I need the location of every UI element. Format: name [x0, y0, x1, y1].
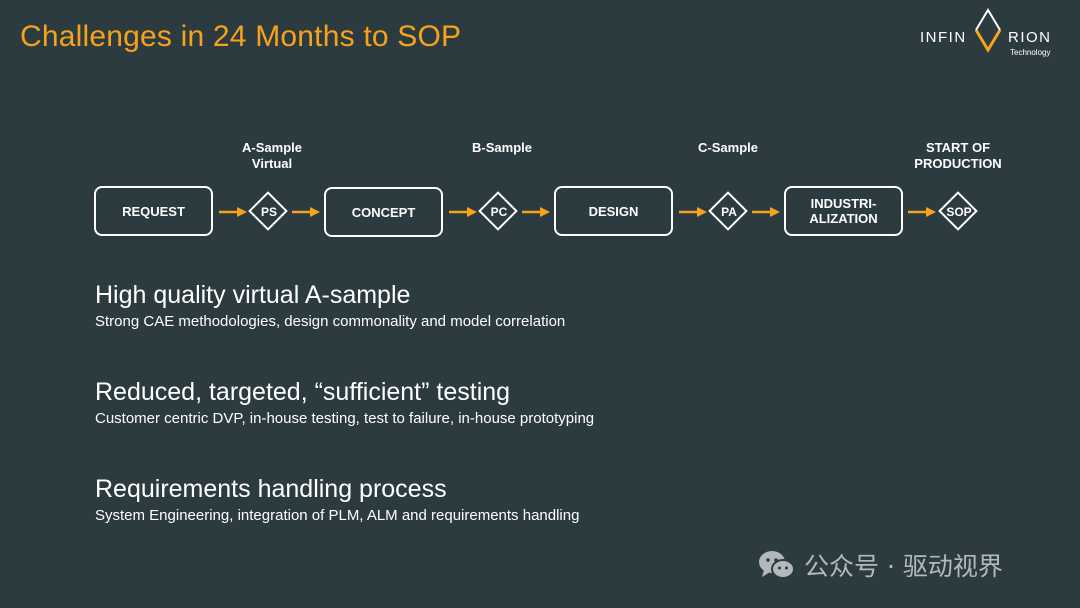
- flow-arrow: [219, 207, 247, 217]
- svg-text:INFIN: INFIN: [920, 29, 967, 46]
- point-subtext: System Engineering, integration of PLM, …: [95, 507, 580, 524]
- svg-text:RION: RION: [1008, 29, 1052, 46]
- watermark: 公众号 · 驱动视界: [758, 548, 1003, 582]
- slide-title: Challenges in 24 Months to SOP: [20, 20, 462, 53]
- flow-arrow: [908, 207, 936, 217]
- stage-design: DESIGN: [554, 186, 673, 236]
- point-heading: High quality virtual A-sample: [95, 281, 411, 309]
- gate-label-sop: SOP: [946, 205, 972, 219]
- flow-arrow: [752, 207, 780, 217]
- gate-label-ps: PS: [260, 205, 277, 219]
- point-heading: Requirements handling process: [95, 475, 447, 503]
- gate-label-pc: PC: [490, 205, 508, 219]
- stage-request: REQUEST: [94, 186, 213, 236]
- company-logo: INFIN RION Technology: [916, 8, 1066, 60]
- gate-sop: SOP: [937, 190, 981, 234]
- milestone-label-start-of-production: START OF PRODUCTION: [914, 140, 1002, 171]
- stage-concept: CONCEPT: [324, 187, 443, 237]
- flow-arrow: [522, 207, 550, 217]
- gate-pa: PA: [707, 190, 751, 234]
- point-subtext: Strong CAE methodologies, design commona…: [95, 313, 566, 330]
- flow-arrow: [679, 207, 707, 217]
- process-flow: A-Sample Virtual B-Sample C-Sample START…: [0, 0, 1080, 260]
- gate-ps: PS: [247, 190, 291, 234]
- point-heading: Reduced, targeted, “sufficient” testing: [95, 378, 511, 406]
- gate-pc: PC: [477, 190, 521, 234]
- milestone-label-b-sample: B-Sample: [472, 140, 532, 155]
- flow-arrow: [292, 207, 320, 217]
- challenge-point-requirements: Requirements handling process System Eng…: [95, 474, 579, 526]
- point-subtext: Customer centric DVP, in-house testing, …: [95, 410, 595, 427]
- flow-arrow: [449, 207, 477, 217]
- milestone-label-a-sample: A-Sample Virtual: [242, 140, 302, 171]
- svg-text:Technology: Technology: [1010, 48, 1050, 57]
- challenge-point-testing: Reduced, targeted, “sufficient” testing …: [95, 377, 594, 429]
- watermark-text: 公众号 · 驱动视界: [804, 552, 1003, 581]
- gate-label-pa: PA: [721, 205, 737, 219]
- milestone-label-c-sample: C-Sample: [698, 140, 758, 155]
- wechat-icon: [758, 549, 796, 581]
- stage-industrialization: INDUSTRI- ALIZATION: [784, 186, 903, 236]
- challenge-point-virtual-a-sample: High quality virtual A-sample Strong CAE…: [95, 280, 565, 332]
